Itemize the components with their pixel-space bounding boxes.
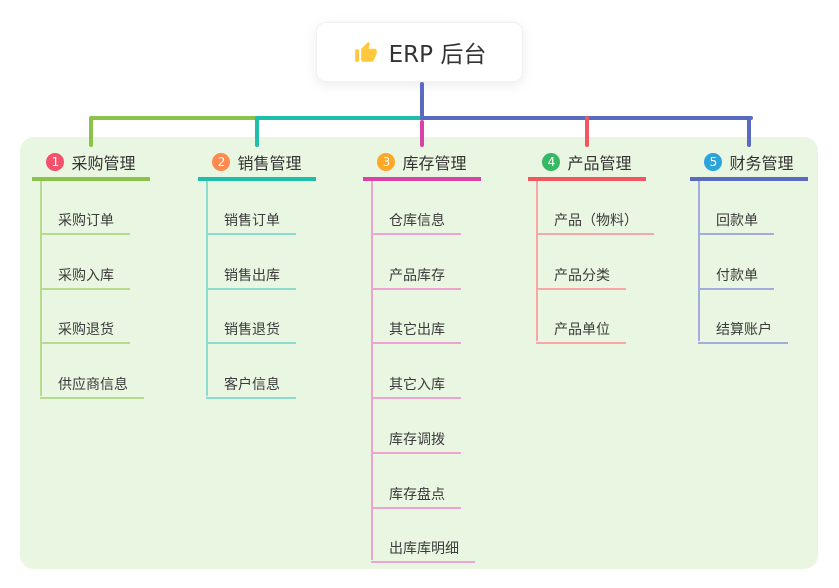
branch-drop-line-4: [585, 116, 589, 147]
thumbs-up-icon: [353, 39, 379, 65]
branch-drop-line-5: [747, 116, 751, 147]
branch-drop-line-1: [89, 116, 93, 147]
branch-node-3[interactable]: 3 库存管理: [363, 147, 481, 181]
leaf-node[interactable]: 供应商信息: [40, 362, 144, 400]
leaf-node[interactable]: 产品库存: [371, 253, 461, 290]
leaf-node[interactable]: 其它入库: [371, 362, 461, 400]
leaf-node[interactable]: 产品（物料）: [536, 198, 654, 235]
leaf-node[interactable]: 采购退货: [40, 307, 130, 345]
leaf-node[interactable]: 付款单: [698, 253, 774, 290]
branch-number-badge: 4: [542, 153, 561, 171]
branch-number-badge: 1: [46, 153, 65, 171]
branch-number-badge: 3: [377, 153, 396, 171]
branches-panel: [20, 137, 818, 569]
branch-drop-line-3: [420, 120, 424, 147]
leaf-node[interactable]: 产品单位: [536, 307, 626, 345]
leaf-node[interactable]: 出库库明细: [371, 526, 475, 564]
leaf-node[interactable]: 采购订单: [40, 198, 130, 235]
branch-node-1[interactable]: 1 采购管理: [32, 147, 150, 181]
branch-number-badge: 2: [212, 153, 231, 171]
branch-title: 财务管理: [729, 154, 794, 173]
branch-node-2[interactable]: 2 销售管理: [198, 147, 316, 181]
leaf-node[interactable]: 采购入库: [40, 253, 130, 290]
connector-segment-green: [91, 116, 259, 120]
branch-children-line: [371, 181, 373, 561]
branch-title: 销售管理: [237, 154, 302, 173]
branch-node-4[interactable]: 4 产品管理: [528, 147, 646, 181]
root-node[interactable]: ERP 后台: [316, 22, 523, 82]
branch-title: 库存管理: [402, 154, 467, 173]
root-title: ERP 后台: [388, 42, 487, 68]
branch-number-badge: 5: [704, 153, 723, 171]
leaf-node[interactable]: 销售退货: [206, 307, 296, 345]
branch-children-line: [536, 181, 538, 342]
leaf-node[interactable]: 库存调拨: [371, 417, 461, 454]
leaf-node[interactable]: 客户信息: [206, 362, 296, 400]
branch-title: 产品管理: [567, 154, 632, 173]
leaf-node[interactable]: 仓库信息: [371, 198, 461, 235]
leaf-node[interactable]: 产品分类: [536, 253, 626, 290]
leaf-node[interactable]: 销售订单: [206, 198, 296, 235]
leaf-node[interactable]: 其它出库: [371, 307, 461, 345]
root-connector-line: [420, 82, 424, 118]
branch-children-line: [698, 181, 700, 342]
branch-node-5[interactable]: 5 财务管理: [690, 147, 808, 181]
leaf-node[interactable]: 结算账户: [698, 307, 788, 345]
leaf-node[interactable]: 销售出库: [206, 253, 296, 290]
branch-drop-line-2: [255, 116, 259, 147]
connector-segment-teal: [257, 116, 424, 120]
leaf-node[interactable]: 库存盘点: [371, 472, 461, 509]
leaf-node[interactable]: 回款单: [698, 198, 774, 235]
branch-title: 采购管理: [71, 154, 136, 173]
